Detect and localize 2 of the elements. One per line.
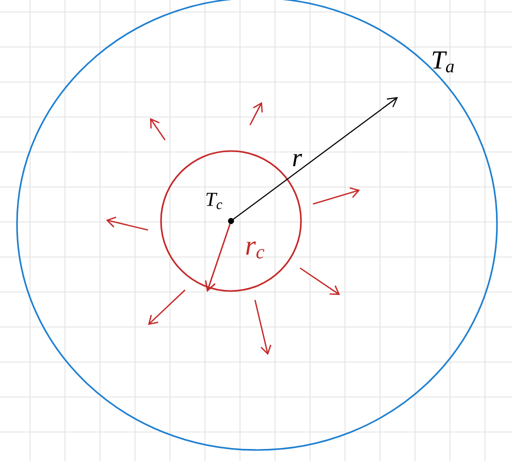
radius-label: r$_{c}$ [246,241,264,259]
radius-label: r [293,154,302,166]
